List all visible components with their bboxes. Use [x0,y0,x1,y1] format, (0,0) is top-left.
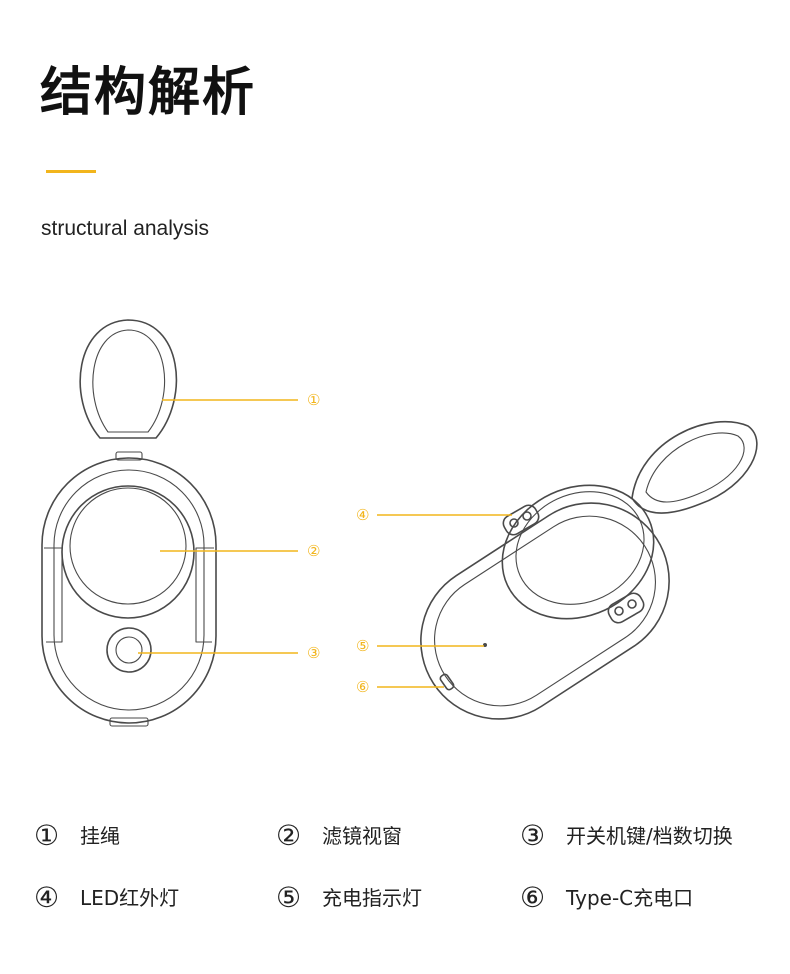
legend-label: LED红外灯 [80,886,180,910]
structure-diagram: ① ② ③ ④ ⑤ ⑥ [41,319,758,727]
front-bottom-clasp [109,717,149,727]
angled-type-c-port [439,673,455,691]
angled-lanyard-inner [645,432,745,503]
legend: ① 挂绳 ② 滤镜视窗 ③ 开关机键/档数切换 ④ LED红外灯 ⑤ 充电指示灯… [0,800,790,940]
legend-number: ⑥ [520,881,546,914]
legend-item: ⑥ Type-C充电口 [520,878,693,918]
callout-1: ① [307,391,320,409]
front-view-device [41,319,217,727]
front-power-button-inner [115,636,143,664]
callout-lines [138,399,512,688]
legend-label: Type-C充电口 [566,886,694,910]
page-subtitle: structural analysis [41,217,210,240]
front-filter-window-outer [61,485,195,619]
legend-number: ① [34,819,60,852]
front-body-outer [41,457,217,724]
legend-number: ⑤ [276,881,302,914]
legend-label: 充电指示灯 [322,886,422,910]
title-accent-bar [46,170,96,173]
legend-item: ③ 开关机键/档数切换 [520,816,733,856]
front-filter-window-inner [69,487,187,605]
legend-number: ④ [34,881,60,914]
legend-item: ② 滤镜视窗 [276,816,402,856]
angled-filter-window-inner [515,491,645,605]
angled-body-inner [434,515,656,707]
legend-number: ② [276,819,302,852]
legend-number: ③ [520,819,546,852]
legend-label: 开关机键/档数切换 [566,824,733,848]
callout-4: ④ [356,506,369,524]
front-top-clasp [115,451,143,461]
front-side-rail-right [195,547,214,643]
page-title: 结构解析 [40,63,257,123]
front-power-button-outer [106,627,152,673]
front-body-inner [53,469,205,711]
legend-item: ⑤ 充电指示灯 [276,878,422,918]
callout-3: ③ [307,644,320,662]
legend-item: ① 挂绳 [34,816,120,856]
angled-body-outer [420,502,670,720]
legend-label: 挂绳 [80,824,120,848]
callout-5: ⑤ [356,637,369,655]
callout-markers: ① ② ③ ④ ⑤ ⑥ [307,391,369,696]
angled-view-device [420,421,758,720]
callout-6: ⑥ [356,678,369,696]
front-lanyard [79,319,178,439]
callout-2: ② [307,542,320,560]
legend-item: ④ LED红外灯 [34,878,179,918]
angled-lanyard [631,421,758,514]
front-lanyard-inner [92,329,166,433]
angled-led-pad-top [502,504,540,536]
legend-label: 滤镜视窗 [322,824,402,848]
angled-filter-window-outer [501,484,655,620]
front-side-rail-left [44,547,63,643]
angled-led-pad-right [607,592,645,624]
